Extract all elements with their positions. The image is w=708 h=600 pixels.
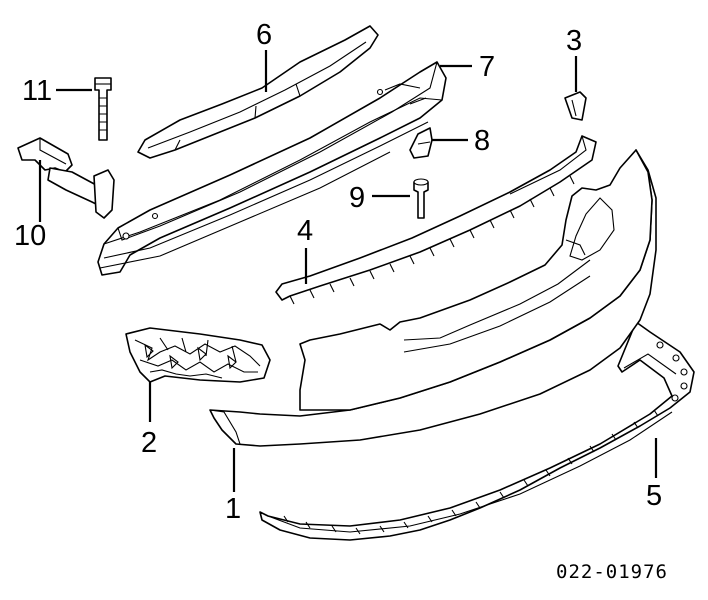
leader-lines bbox=[38, 50, 658, 492]
part-2-energy-absorber bbox=[125, 327, 271, 383]
part-4-upper-support bbox=[275, 135, 597, 305]
callout-7: 7 bbox=[479, 51, 495, 83]
callout-3: 3 bbox=[566, 25, 582, 57]
callout-10: 10 bbox=[14, 220, 46, 252]
part-11-bolt bbox=[94, 77, 112, 141]
callout-11: 11 bbox=[22, 75, 52, 107]
callout-8: 8 bbox=[474, 125, 490, 157]
part-8-bracket-clip bbox=[409, 127, 433, 159]
part-3-clip bbox=[564, 91, 587, 121]
part-9-push-rivet bbox=[413, 178, 429, 219]
part-10-bracket bbox=[17, 137, 115, 219]
callout-9: 9 bbox=[349, 182, 365, 214]
part-6-upper-strip bbox=[137, 25, 379, 159]
diagram-code: 022-01976 bbox=[556, 561, 668, 583]
part-5-valance-tabs bbox=[283, 341, 688, 535]
callout-6: 6 bbox=[256, 19, 272, 51]
part-7-impact-bar bbox=[97, 61, 447, 276]
callout-4: 4 bbox=[297, 215, 313, 247]
part-5-lower-valance bbox=[259, 321, 695, 541]
callout-1: 1 bbox=[225, 493, 241, 525]
callout-5: 5 bbox=[646, 480, 662, 512]
callout-2: 2 bbox=[141, 427, 157, 459]
part-1-bumper-cover bbox=[209, 149, 657, 447]
